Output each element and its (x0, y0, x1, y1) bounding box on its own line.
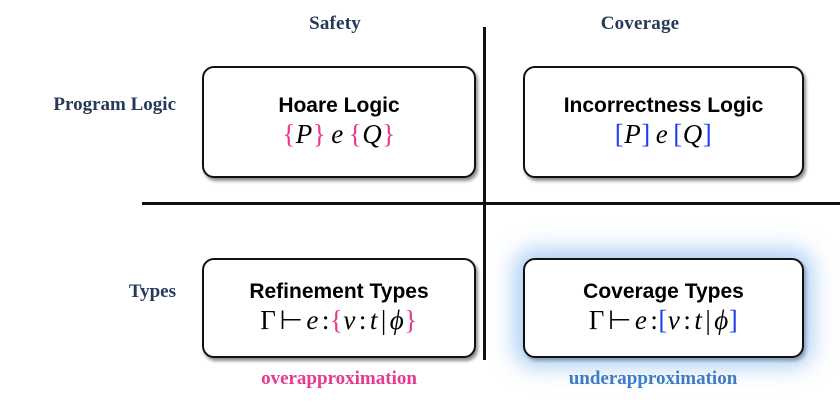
formula-postcondition: Q (682, 119, 703, 150)
footer-caption-underapproximation: underapproximation (568, 368, 738, 389)
formula-open-brace-left: { (282, 119, 296, 150)
formula-colon: : (650, 305, 659, 336)
formula-binder: v (667, 305, 681, 336)
horizontal-divider-line (142, 202, 840, 205)
cell-box-hoare-logic[interactable]: Hoare Logic {P}e{Q} (202, 66, 476, 178)
formula-expression: e (331, 119, 344, 150)
formula-open-bracket-right: [ (673, 119, 683, 150)
cell-title-incorrectness-logic: Incorrectness Logic (563, 93, 764, 117)
formula-precondition: P (295, 119, 313, 150)
formula-open-brace: { (329, 305, 344, 336)
cell-formula-coverage-types: Γ⊢e:[v:t|ϕ] (589, 305, 739, 336)
formula-inner-colon: : (358, 305, 367, 336)
formula-type: t (369, 305, 378, 336)
formula-close-brace-left: } (312, 119, 327, 150)
formula-inner-colon: : (683, 305, 692, 336)
formula-context-gamma: Γ (260, 305, 277, 336)
formula-turnstile: ⊢ (607, 305, 632, 336)
formula-context-gamma: Γ (588, 305, 605, 336)
formula-close-brace-right: } (382, 119, 396, 150)
column-header-safety: Safety (309, 13, 361, 34)
formula-open-brace-right: { (348, 119, 363, 150)
formula-close-bracket-left: ] (641, 119, 651, 150)
formula-colon: : (321, 305, 330, 336)
formula-open-bracket-left: [ (614, 119, 625, 150)
cell-title-coverage-types: Coverage Types (583, 279, 744, 303)
cell-title-refinement-types: Refinement Types (249, 279, 429, 303)
formula-postcondition: Q (362, 119, 383, 150)
formula-refinement-phi: ϕ (389, 305, 405, 336)
formula-open-bracket: [ (658, 305, 668, 336)
column-header-coverage: Coverage (600, 13, 680, 34)
formula-expression: e (634, 305, 648, 336)
cell-formula-incorrectness-logic: [P]e[Q] (615, 119, 712, 150)
formula-type: t (694, 305, 703, 336)
cell-box-refinement-types[interactable]: Refinement Types Γ⊢e:{v:t|ϕ} (202, 258, 476, 358)
cell-formula-hoare-logic: {P}e{Q} (282, 119, 395, 150)
cell-title-hoare-logic: Hoare Logic (278, 93, 400, 117)
row-label-program-logic: Program Logic (53, 94, 176, 115)
cell-box-incorrectness-logic[interactable]: Incorrectness Logic [P]e[Q] (523, 66, 804, 178)
formula-close-brace: } (404, 305, 418, 336)
formula-expression: e (655, 119, 669, 150)
formula-refinement-phi: ϕ (714, 305, 729, 336)
formula-bar: | (705, 305, 712, 336)
formula-close-bracket-right: ] (702, 119, 713, 150)
row-label-types: Types (128, 281, 176, 302)
footer-caption-overapproximation: overapproximation (261, 368, 417, 389)
formula-close-bracket: ] (728, 305, 739, 336)
formula-binder: v (343, 305, 356, 336)
formula-expression: e (306, 305, 319, 336)
cell-box-coverage-types[interactable]: Coverage Types Γ⊢e:[v:t|ϕ] (523, 258, 804, 358)
formula-bar: | (380, 305, 387, 336)
formula-turnstile: ⊢ (279, 305, 304, 336)
cell-formula-refinement-types: Γ⊢e:{v:t|ϕ} (260, 305, 417, 336)
formula-precondition: P (624, 119, 642, 150)
vertical-divider-line (483, 27, 486, 360)
